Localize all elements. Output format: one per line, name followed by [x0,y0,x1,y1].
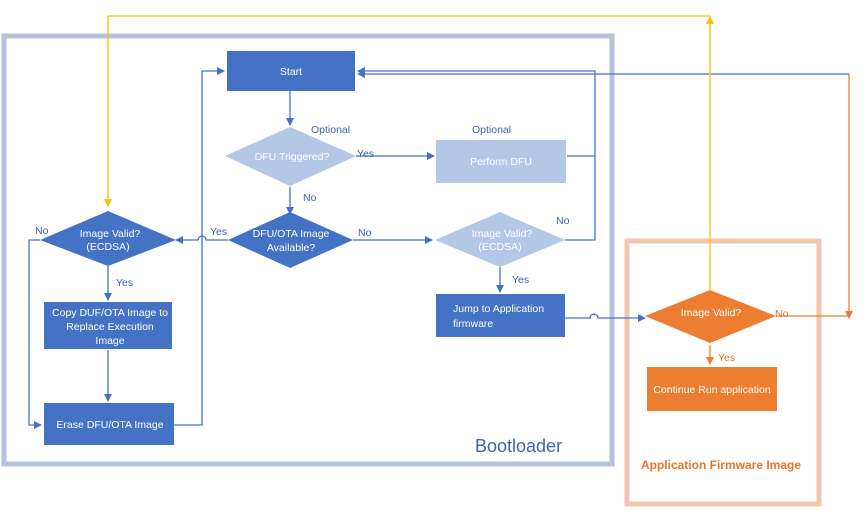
edge-app-valid-up-to-left-valid [104,15,711,290]
node-dfu-triggered: DFU Triggered? [225,127,356,186]
node-app-valid-label: Image Valid? [681,307,742,319]
edge-label-right-valid-yes: Yes [512,274,529,286]
edge-left-valid-no-to-erase [28,239,42,429]
edge-label-left-valid-yes: Yes [116,277,133,289]
node-continue-run: Continue Run application [647,367,777,411]
node-left-valid-line1: Image Valid? [80,228,141,240]
node-jump-line1: Jump to Application [453,303,544,315]
edge-label-available-no: No [358,227,372,239]
edge-label-dfu-no: No [303,192,317,204]
node-available-line2: Available? [267,242,315,254]
node-image-valid-left: Image Valid? (ECDSA) [40,211,176,266]
node-copy-line1: Copy DUF/OTA Image to [52,307,168,319]
node-continue-label: Continue Run application [653,384,770,396]
edge-label-app-no: No [775,308,789,320]
node-app-image-valid: Image Valid? [645,290,776,343]
application-frame [624,238,822,507]
edge-right-valid-no-to-start [565,156,596,241]
node-start: Start [227,51,355,91]
node-copy-image: Copy DUF/OTA Image to Replace Execution … [44,302,172,349]
optional-annotation-1: Optional [311,124,350,136]
edge-perform-dfu-to-start [357,67,596,157]
node-jump-app: Jump to Application firmware [436,294,565,337]
node-image-valid-right: Image Valid? (ECDSA) [435,212,565,267]
bootloader-frame [1,33,615,467]
node-start-label: Start [280,66,302,78]
edge-label-available-yes: Yes [210,226,227,238]
edge-jump-to-app-valid [565,313,646,322]
node-perform-dfu: Perform DFU [436,140,566,183]
edge-label-left-valid-no: No [35,225,49,237]
node-perform-dfu-label: Perform DFU [470,156,532,168]
node-copy-line3: Image [95,335,124,347]
edge-label-right-valid-no: No [556,215,570,227]
node-right-valid-line1: Image Valid? [472,228,533,240]
node-dfu-ota-available: DFU/OTA Image Available? [228,212,353,268]
application-title: Application Firmware Image [641,458,801,472]
node-erase-image: Erase DFU/OTA Image [44,403,174,445]
edge-label-app-yes: Yes [718,352,735,364]
node-dfu-triggered-label: DFU Triggered? [255,151,330,163]
node-copy-line2: Replace Execution [66,321,154,333]
bootloader-connectors [28,67,646,429]
node-jump-line2: firmware [453,318,493,330]
node-right-valid-line2: (ECDSA) [478,241,521,253]
edge-erase-to-start [174,67,225,426]
optional-annotation-2: Optional [472,124,511,136]
edge-label-dfu-yes: Yes [357,148,374,160]
node-left-valid-line2: (ECDSA) [86,241,129,253]
application-connectors [357,70,853,365]
node-available-line1: DFU/OTA Image [253,228,330,240]
bootloader-title: Bootloader [475,436,562,456]
node-erase-label: Erase DFU/OTA Image [56,419,163,431]
